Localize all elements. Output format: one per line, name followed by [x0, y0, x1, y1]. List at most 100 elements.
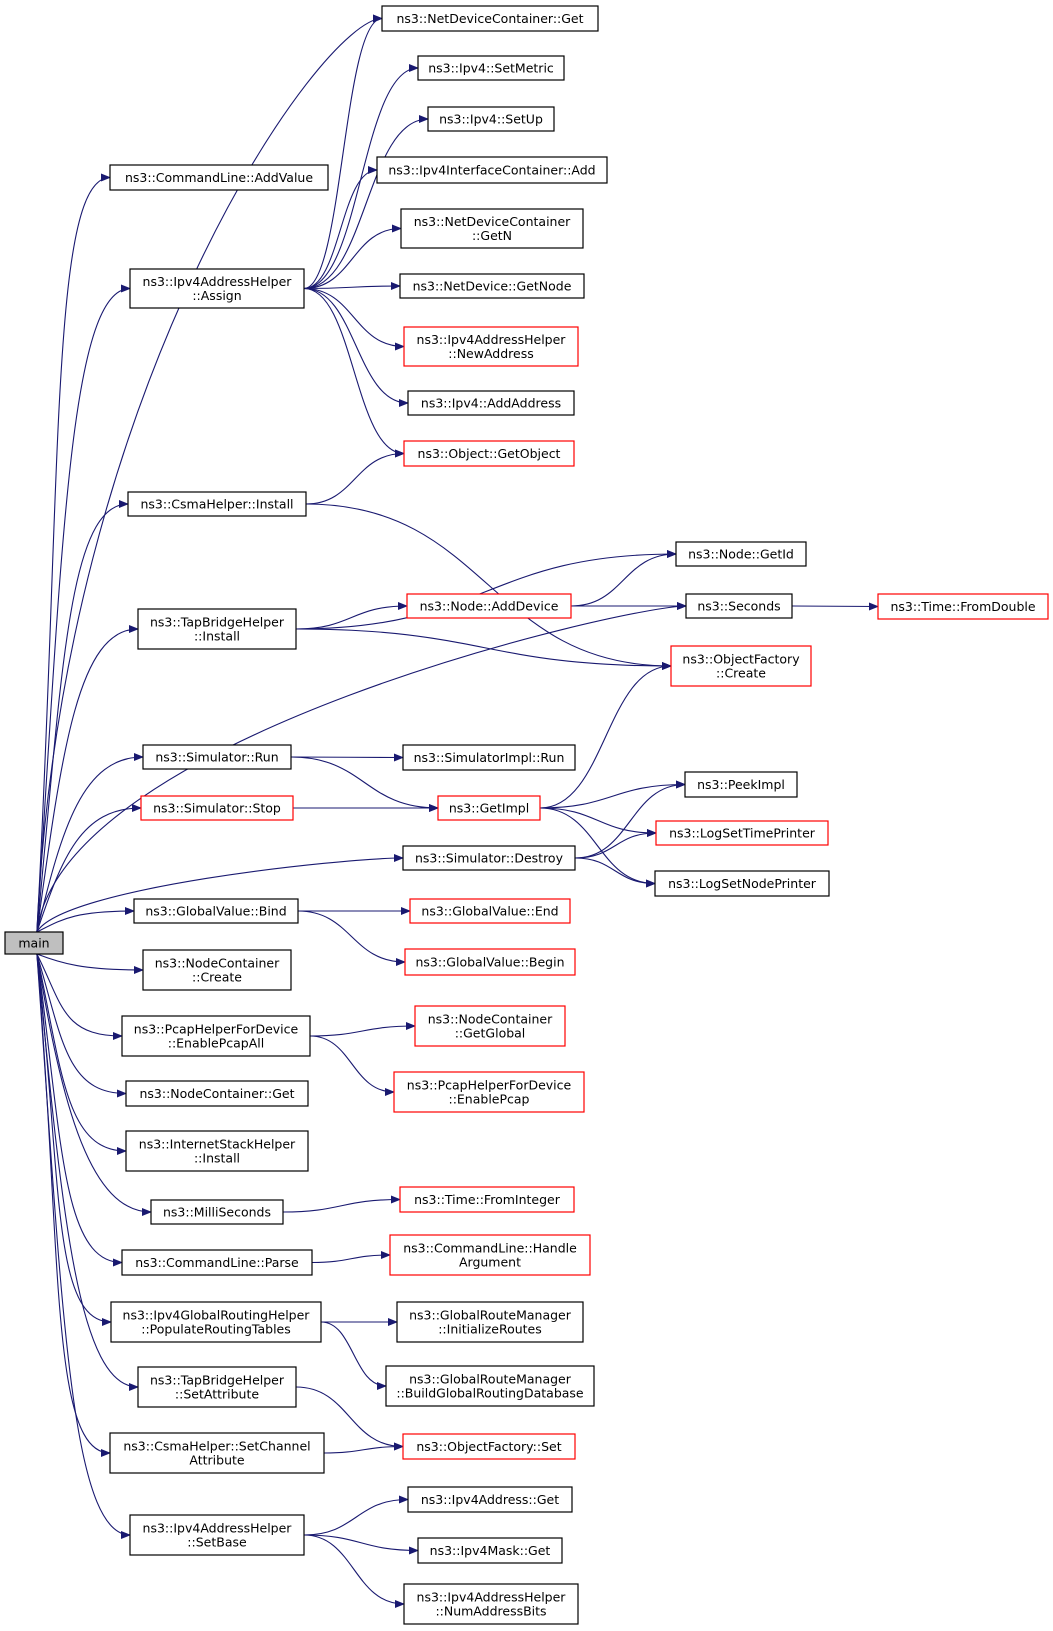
- node-logsetnodeprinter[interactable]: ns3::LogSetNodePrinter: [654, 870, 830, 897]
- node-tbh-install[interactable]: ns3::TapBridgeHelper::Install: [137, 608, 297, 650]
- node-time-fromdouble[interactable]: ns3::Time::FromDouble: [877, 593, 1049, 620]
- edge-main-to-sim-run: [36, 753, 144, 933]
- node-label: main: [18, 936, 49, 951]
- node-gv-end[interactable]: ns3::GlobalValue::End: [409, 898, 571, 924]
- node-grm-buildglobal[interactable]: ns3::GlobalRouteManager::BuildGlobalRout…: [385, 1365, 595, 1407]
- node-box: [403, 326, 579, 367]
- edge-iah-assign-to-ipv4ic-add: [303, 166, 378, 290]
- node-nc-create[interactable]: ns3::NodeContainer::Create: [142, 949, 292, 991]
- node-label: ns3::NodeContainer: [428, 1012, 553, 1027]
- node-peekimpl[interactable]: ns3::PeekImpl: [684, 771, 798, 798]
- edge-sim-run-to-getimpl: [290, 756, 439, 812]
- edge-csma-install-to-of-create: [305, 503, 672, 670]
- node-label: ns3::Ipv4AddressHelper: [417, 332, 567, 347]
- node-gv-bind[interactable]: ns3::GlobalValue::Bind: [133, 898, 299, 924]
- node-iah-setbase[interactable]: ns3::Ipv4AddressHelper::SetBase: [129, 1514, 305, 1556]
- edge-main-to-iah-assign: [36, 284, 131, 933]
- node-label: Attribute: [189, 1453, 245, 1468]
- node-label: ns3::LogSetNodePrinter: [668, 876, 817, 891]
- edge-node-adddevice-to-node-getid: [570, 550, 677, 607]
- edge-sim-destroy-to-logsettimeprinter: [574, 829, 657, 859]
- node-box: [437, 795, 541, 821]
- node-ipv4-addaddress[interactable]: ns3::Ipv4::AddAddress: [407, 390, 575, 416]
- node-phd-enablepcap[interactable]: ns3::PcapHelperForDevice::EnablePcap: [393, 1071, 585, 1113]
- node-label: ::PopulateRoutingTables: [141, 1322, 291, 1337]
- node-ndc-get[interactable]: ns3::NetDeviceContainer::Get: [381, 5, 599, 32]
- node-ipv4-setup[interactable]: ns3::Ipv4::SetUp: [427, 106, 555, 132]
- node-main[interactable]: main: [4, 931, 64, 955]
- node-ndc-getn[interactable]: ns3::NetDeviceContainer::GetN: [400, 208, 584, 249]
- node-of-set[interactable]: ns3::ObjectFactory::Set: [402, 1433, 576, 1460]
- edge-milliseconds-to-time-frominteger: [282, 1195, 401, 1213]
- node-cl-parse[interactable]: ns3::CommandLine::Parse: [121, 1249, 313, 1276]
- edge-iah-assign-to-iah-newaddress: [303, 287, 405, 351]
- node-label: ns3::ObjectFactory: [682, 652, 800, 667]
- node-label: ::SetBase: [187, 1535, 247, 1550]
- node-label: ns3::ObjectFactory::Set: [416, 1439, 561, 1454]
- node-ipv4addr-get[interactable]: ns3::Ipv4Address::Get: [407, 1486, 573, 1513]
- node-iah-numaddrbits[interactable]: ns3::Ipv4AddressHelper::NumAddressBits: [403, 1583, 579, 1625]
- edge-iah-assign-to-ndc-getn: [303, 224, 402, 290]
- node-label: ns3::TapBridgeHelper: [150, 1373, 285, 1388]
- node-label: ::EnablePcap: [448, 1092, 529, 1107]
- node-logsettimeprinter[interactable]: ns3::LogSetTimePrinter: [655, 820, 829, 846]
- node-csma-install[interactable]: ns3::CsmaHelper::Install: [127, 491, 307, 517]
- node-sim-stop[interactable]: ns3::Simulator::Stop: [140, 795, 294, 821]
- node-box: [417, 1537, 563, 1564]
- node-label: ns3::NodeContainer: [155, 956, 280, 971]
- edge-main-to-nc-create: [36, 953, 144, 974]
- node-box: [399, 1186, 575, 1213]
- node-label: ns3::Time::FromDouble: [890, 599, 1035, 614]
- node-getimpl[interactable]: ns3::GetImpl: [437, 795, 541, 821]
- node-nc-get[interactable]: ns3::NodeContainer::Get: [125, 1080, 309, 1107]
- node-box: [140, 795, 294, 821]
- node-box: [414, 1005, 566, 1047]
- node-simimpl-run[interactable]: ns3::SimulatorImpl::Run: [402, 744, 576, 771]
- node-gv-begin[interactable]: ns3::GlobalValue::Begin: [404, 948, 576, 976]
- node-box: [381, 5, 599, 32]
- node-label: ::Assign: [192, 288, 241, 303]
- node-iah-newaddress[interactable]: ns3::Ipv4AddressHelper::NewAddress: [403, 326, 579, 367]
- node-label: ::SetAttribute: [175, 1387, 259, 1402]
- node-phd-enablepcapall[interactable]: ns3::PcapHelperForDevice::EnablePcapAll: [121, 1015, 311, 1057]
- node-label: ns3::Ipv4::AddAddress: [421, 396, 561, 411]
- node-label: ns3::Ipv4Address::Get: [421, 1492, 559, 1507]
- node-igrh-populate[interactable]: ns3::Ipv4GlobalRoutingHelper::PopulateRo…: [110, 1301, 322, 1343]
- edge-csma-setchannelattr-to-of-set: [323, 1442, 404, 1454]
- node-ipv4-setmetric[interactable]: ns3::Ipv4::SetMetric: [417, 55, 565, 81]
- node-time-frominteger[interactable]: ns3::Time::FromInteger: [399, 1186, 575, 1213]
- node-box: [137, 1366, 297, 1408]
- node-sim-run[interactable]: ns3::Simulator::Run: [142, 744, 292, 770]
- node-sim-destroy[interactable]: ns3::Simulator::Destroy: [402, 845, 576, 871]
- node-ish-install[interactable]: ns3::InternetStackHelper::Install: [125, 1130, 309, 1172]
- edge-main-to-phd-enablepcapall: [36, 953, 123, 1040]
- node-nd-getnode[interactable]: ns3::NetDevice::GetNode: [399, 273, 585, 299]
- node-node-getid[interactable]: ns3::Node::GetId: [675, 541, 807, 567]
- node-seconds[interactable]: ns3::Seconds: [685, 593, 793, 619]
- node-box: [109, 164, 329, 191]
- node-label: ns3::Ipv4Mask::Get: [430, 1543, 551, 1558]
- node-milliseconds[interactable]: ns3::MilliSeconds: [150, 1199, 284, 1225]
- node-label: ::Create: [192, 970, 242, 985]
- node-cl-addvalue[interactable]: ns3::CommandLine::AddValue: [109, 164, 329, 191]
- node-obj-getobject[interactable]: ns3::Object::GetObject: [403, 440, 575, 467]
- node-tbh-setattr[interactable]: ns3::TapBridgeHelper::SetAttribute: [137, 1366, 297, 1408]
- node-label: ns3::Ipv4::SetUp: [439, 112, 543, 127]
- node-ipv4ic-add[interactable]: ns3::Ipv4InterfaceContainer::Add: [376, 156, 608, 184]
- node-nc-getglobal[interactable]: ns3::NodeContainer::GetGlobal: [414, 1005, 566, 1047]
- node-node-adddevice[interactable]: ns3::Node::AddDevice: [406, 593, 572, 619]
- node-label: ns3::Ipv4AddressHelper: [143, 274, 293, 289]
- node-ipv4mask-get[interactable]: ns3::Ipv4Mask::Get: [417, 1537, 563, 1564]
- node-box: [427, 106, 555, 132]
- node-label: ns3::CommandLine::AddValue: [125, 170, 313, 185]
- node-grm-initroutes[interactable]: ns3::GlobalRouteManager::InitializeRoute…: [396, 1301, 584, 1343]
- edge-main-to-ish-install: [36, 953, 127, 1155]
- node-iah-assign[interactable]: ns3::Ipv4AddressHelper::Assign: [129, 268, 305, 309]
- node-label: ::NumAddressBits: [435, 1604, 546, 1619]
- node-label: ns3::Simulator::Run: [155, 750, 278, 765]
- node-of-create[interactable]: ns3::ObjectFactory::Create: [670, 645, 812, 687]
- node-box: [407, 390, 575, 416]
- edge-getimpl-to-logsettimeprinter: [539, 807, 657, 837]
